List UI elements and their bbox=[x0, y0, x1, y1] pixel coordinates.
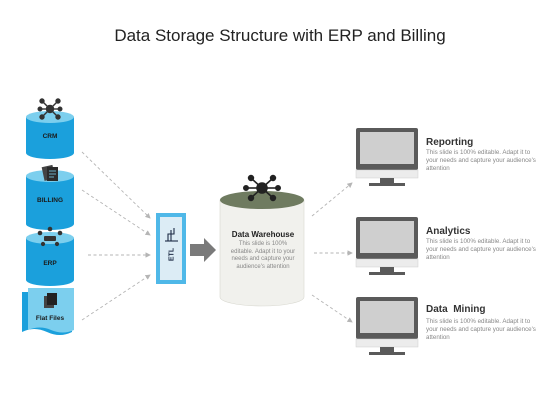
analytics-description: This slide is 100% editable. Adapt it to… bbox=[426, 238, 536, 261]
monitor-icon bbox=[355, 128, 419, 186]
monitor-icon bbox=[355, 297, 419, 355]
flat-files-page bbox=[22, 288, 74, 335]
connector-lines bbox=[81, 151, 353, 323]
page-title: Data Storage Structure with ERP and Bill… bbox=[114, 26, 446, 45]
monitor-icon bbox=[355, 217, 419, 275]
warehouse-title: Data Warehouse bbox=[231, 230, 295, 239]
connector-flat-files bbox=[81, 274, 151, 321]
flat-files-label: Flat Files bbox=[35, 315, 65, 322]
etl-box bbox=[156, 213, 186, 284]
documents-icon bbox=[44, 293, 57, 308]
connector-reporting bbox=[311, 182, 353, 217]
erp-label: ERP bbox=[43, 260, 57, 267]
billing-label: BILLING bbox=[37, 197, 63, 204]
etl-process-icon bbox=[165, 228, 178, 242]
network-nodes-icon bbox=[37, 98, 63, 120]
analytics-title: Analytics bbox=[426, 226, 471, 237]
reporting-description: This slide is 100% editable. Adapt it to… bbox=[426, 149, 536, 172]
reporting-title: Reporting bbox=[426, 137, 474, 148]
people-meeting-icon bbox=[37, 226, 63, 247]
etl-label: ETL bbox=[168, 247, 176, 262]
billing-docs-icon bbox=[41, 164, 58, 181]
warehouse-description: This slide is 100% editable. Adapt it to… bbox=[230, 241, 296, 270]
data-mining-title: Data Mining bbox=[426, 304, 486, 315]
connector-data-mining bbox=[311, 294, 353, 323]
flow-arrow bbox=[190, 238, 216, 262]
data-mining-description: This slide is 100% editable. Adapt it to… bbox=[426, 318, 536, 341]
warehouse-cylinder bbox=[219, 191, 305, 307]
connector-crm bbox=[81, 151, 151, 219]
warehouse-network-icon bbox=[243, 174, 281, 202]
crm-cylinder bbox=[26, 111, 74, 159]
crm-label: CRM bbox=[42, 133, 58, 140]
connector-billing bbox=[81, 189, 151, 236]
